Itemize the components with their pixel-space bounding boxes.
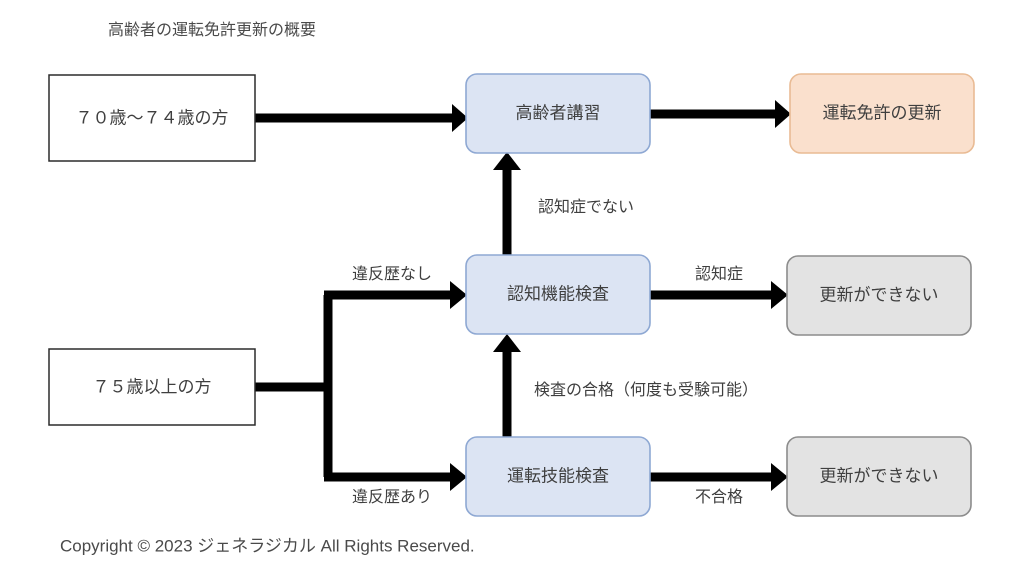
edge-ninchi-to-nogo-top — [650, 281, 788, 309]
edge-label-kensa-goukaku: 検査の合格（何度も受験可能） — [534, 381, 758, 399]
node-age70-label: ７０歳〜７４歳の方 — [76, 108, 229, 127]
node-ninchi-label: 認知機能検査 — [507, 284, 609, 303]
page-title: 高齢者の運転免許更新の概要 — [108, 21, 316, 39]
connectors-layer — [254, 100, 791, 491]
node-ninchi-shape[interactable] — [465, 254, 651, 335]
edge-label-ninchishou-denai: 認知症でない — [538, 198, 634, 216]
node-koushin[interactable]: 運転免許の更新 — [789, 73, 975, 154]
node-nogo-top[interactable]: 更新ができない — [786, 255, 972, 336]
node-nogo-bottom-shape[interactable] — [786, 436, 972, 517]
node-koushin-shape[interactable] — [789, 73, 975, 154]
edge-label-fugoukaku: 不合格 — [695, 488, 743, 506]
edge-age75-to-ginou — [323, 383, 467, 491]
node-nogo-top-shape[interactable] — [786, 255, 972, 336]
node-ninchi[interactable]: 認知機能検査 — [465, 254, 651, 335]
edge-ginou-to-nogo-bottom — [650, 463, 788, 491]
node-age70-shape[interactable] — [48, 74, 256, 162]
edge-label-ninchishou: 認知症 — [695, 265, 743, 283]
edge-age75-to-ninchi — [254, 281, 467, 392]
node-ginou[interactable]: 運転技能検査 — [465, 436, 651, 517]
node-nogo-bottom[interactable]: 更新ができない — [786, 436, 972, 517]
edge-ninchi-to-koureisha — [493, 152, 521, 264]
edge-label-ihanreki-ari: 違反歴あり — [352, 488, 432, 506]
node-age75-shape[interactable] — [48, 348, 256, 426]
node-ginou-label: 運転技能検査 — [507, 466, 609, 485]
node-nogo-bottom-label: 更新ができない — [820, 466, 939, 485]
node-koureisha[interactable]: 高齢者講習 — [465, 73, 651, 154]
edge-age70-to-koureisha — [254, 104, 468, 132]
footer-copyright: Copyright © 2023 ジェネラジカル All Rights Rese… — [60, 536, 475, 555]
edge-label-ihanreki-nashi: 違反歴なし — [352, 265, 432, 283]
node-age75[interactable]: ７５歳以上の方 — [48, 348, 256, 426]
node-age70[interactable]: ７０歳〜７４歳の方 — [48, 74, 256, 162]
edge-labels-layer: 認知症でない 違反歴なし 認知症 違反歴あり 検査の合格（何度も受験可能） 不合… — [352, 198, 758, 506]
node-koureisha-shape[interactable] — [465, 73, 651, 154]
node-age75-label: ７５歳以上の方 — [93, 377, 212, 396]
edge-ginou-to-ninchi — [493, 334, 521, 446]
node-koushin-label: 運転免許の更新 — [823, 103, 942, 122]
node-ginou-shape[interactable] — [465, 436, 651, 517]
node-nogo-top-label: 更新ができない — [820, 285, 939, 304]
node-koureisha-label: 高齢者講習 — [516, 103, 601, 122]
edge-koureisha-to-koushin — [650, 100, 791, 128]
